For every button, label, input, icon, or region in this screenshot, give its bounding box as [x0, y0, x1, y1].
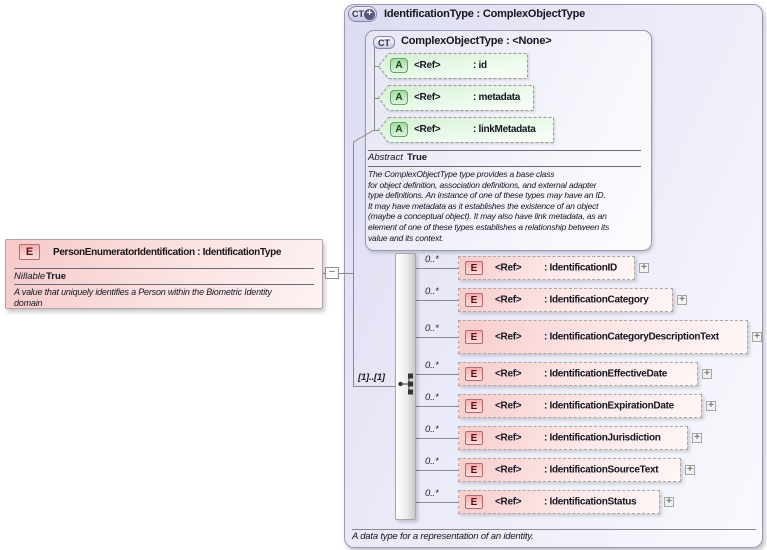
- cardinality-label: 0..*: [425, 254, 439, 265]
- element-icon: E: [465, 495, 483, 509]
- element-icon: E: [465, 367, 483, 381]
- cardinality-label: 0..*: [425, 360, 439, 371]
- attribute-icon: A: [390, 90, 408, 105]
- complex-type-title: IdentificationType : ComplexObjectType: [384, 8, 586, 20]
- attribute-name: : id: [473, 60, 487, 71]
- nillable-label: Nillable: [14, 271, 46, 282]
- attribute-metadata[interactable]: A <Ref> : metadata: [378, 85, 534, 111]
- element-identificationeffectivedate[interactable]: E <Ref> : IdentificationEffectiveDate: [458, 362, 698, 386]
- divider: [14, 284, 314, 285]
- divider: [368, 150, 641, 151]
- base-type-title: ComplexObjectType : <None>: [401, 35, 552, 47]
- element-identificationstatus[interactable]: E <Ref> : IdentificationStatus: [458, 490, 660, 514]
- cardinality-label: 0..*: [425, 286, 439, 297]
- attribute-linkmetadata[interactable]: A <Ref> : linkMetadata: [378, 117, 554, 143]
- element-identificationsourcetext[interactable]: E <Ref> : IdentificationSourceText: [458, 458, 681, 482]
- nillable-value: True: [46, 271, 67, 282]
- expand-button[interactable]: +: [685, 465, 695, 475]
- expand-button[interactable]: +: [752, 332, 762, 342]
- attribute-icon: A: [390, 122, 408, 137]
- element-icon: E: [465, 261, 483, 275]
- attribute-name: : linkMetadata: [473, 124, 536, 135]
- element-icon: E: [465, 330, 483, 344]
- collapse-button[interactable]: −: [325, 267, 339, 279]
- expand-button[interactable]: +: [706, 401, 716, 411]
- attribute-name: : metadata: [473, 92, 521, 103]
- abstract-value: True: [407, 152, 428, 163]
- element-identificationcategory[interactable]: E <Ref> : IdentificationCategory: [458, 288, 673, 312]
- expand-button[interactable]: +: [702, 369, 712, 379]
- base-type-annotation: The ComplexObjectType type provides a ba…: [368, 169, 610, 243]
- element-identificationcategorydescriptiontext[interactable]: E <Ref> : IdentificationCategoryDescript…: [458, 320, 748, 354]
- element-icon: E: [465, 399, 483, 413]
- complex-type-plus-icon: CT +: [348, 6, 377, 22]
- cardinality-label: 0..*: [425, 392, 439, 403]
- element-title: PersonEnumeratorIdentification : Identif…: [53, 247, 282, 258]
- expand-button[interactable]: +: [664, 497, 674, 507]
- element-identificationjurisdiction[interactable]: E <Ref> : IdentificationJurisdiction: [458, 426, 688, 450]
- attribute-id[interactable]: A <Ref> : id: [378, 53, 528, 79]
- attribute-ref: <Ref>: [414, 92, 441, 103]
- element-icon: E: [19, 244, 40, 260]
- abstract-label: Abstract: [368, 152, 403, 163]
- plus-icon: +: [364, 9, 375, 20]
- element-icon: E: [465, 463, 483, 477]
- divider: [352, 529, 756, 530]
- cardinality-label: 0..*: [425, 456, 439, 467]
- cardinality-label: 0..*: [425, 488, 439, 499]
- divider: [368, 166, 641, 167]
- attribute-icon: A: [390, 58, 408, 73]
- sequence-bar[interactable]: [395, 253, 416, 520]
- attribute-ref: <Ref>: [414, 124, 441, 135]
- selected-element-box[interactable]: E PersonEnumeratorIdentification : Ident…: [5, 239, 323, 309]
- attribute-ref: <Ref>: [414, 60, 441, 71]
- divider: [14, 268, 314, 269]
- expand-button[interactable]: +: [692, 433, 702, 443]
- sequence-cardinality: [1]..[1]: [358, 372, 385, 383]
- cardinality-label: 0..*: [425, 323, 439, 334]
- element-icon: E: [465, 293, 483, 307]
- complex-type-icon: CT: [373, 36, 395, 49]
- cardinality-label: 0..*: [425, 424, 439, 435]
- expand-button[interactable]: +: [677, 295, 687, 305]
- type-annotation: A data type for a representation of an i…: [352, 531, 534, 542]
- element-identificationexpirationdate[interactable]: E <Ref> : IdentificationExpirationDate: [458, 394, 702, 418]
- expand-button[interactable]: +: [639, 263, 649, 273]
- sequence-icon: [398, 373, 413, 395]
- element-annotation: A value that uniquely identifies a Perso…: [14, 287, 272, 308]
- element-identificationid[interactable]: E <Ref> : IdentificationID: [458, 256, 635, 280]
- element-icon: E: [465, 431, 483, 445]
